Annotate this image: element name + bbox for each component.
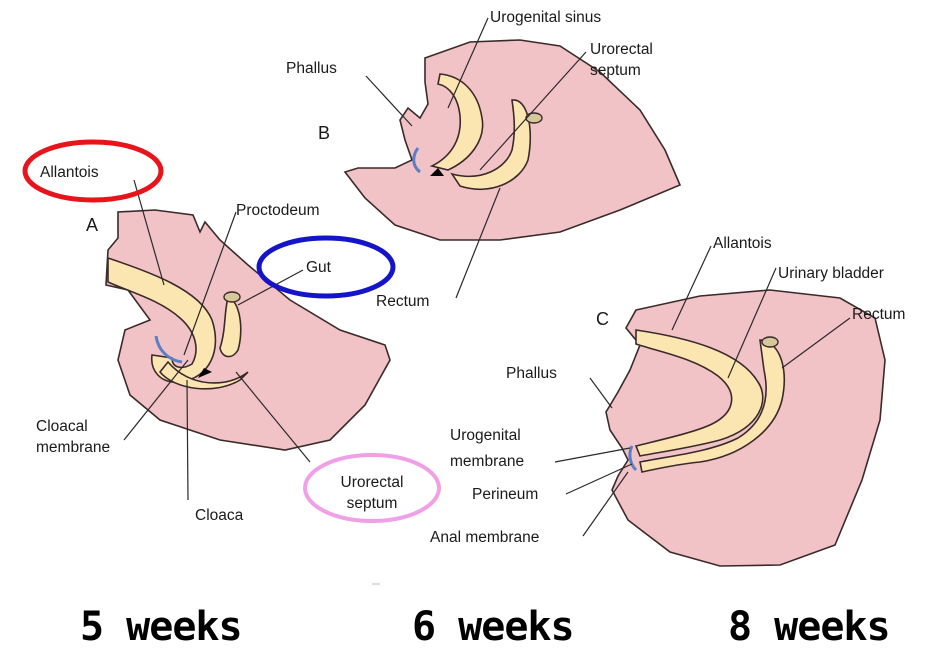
- panel-c-drawing: C: [596, 290, 885, 566]
- label-a-gut: Gut: [306, 259, 332, 276]
- panel-b-rectum-end: [526, 113, 542, 123]
- label-b-urorectal: Urorectal: [590, 41, 653, 58]
- label-c-phallus: Phallus: [506, 365, 557, 382]
- label-a-proctodeum: Proctodeum: [236, 202, 320, 219]
- label-a-membrane: membrane: [36, 439, 110, 456]
- label-a-septum: septum: [347, 495, 398, 512]
- label-b-phallus: Phallus: [286, 60, 337, 77]
- label-c-rectum: Rectum: [852, 306, 905, 323]
- panel-a-letter: A: [86, 215, 98, 235]
- label-b-urogenital-sinus: Urogenital sinus: [490, 9, 601, 26]
- caption-5-weeks: 5 weeks: [80, 604, 242, 650]
- panel-c-letter: C: [596, 309, 609, 329]
- panel-a-drawing: A: [86, 210, 390, 450]
- panel-a-gut-end: [224, 292, 240, 302]
- panel-c-rectum-end: [762, 337, 778, 347]
- label-c-membrane: membrane: [450, 453, 524, 470]
- panel-a-tissue: [106, 210, 390, 450]
- label-a-urorectal: Urorectal: [341, 474, 404, 491]
- label-c-anal-membrane: Anal membrane: [430, 529, 539, 546]
- caption-8-weeks: 8 weeks: [728, 604, 890, 650]
- label-b-rectum: Rectum: [376, 293, 429, 310]
- label-c-urinary-bladder: Urinary bladder: [778, 265, 884, 282]
- caption-6-weeks: 6 weeks: [412, 604, 574, 650]
- label-a-cloaca: Cloaca: [195, 507, 244, 524]
- label-a-allantois: Allantois: [40, 164, 99, 181]
- panel-b-letter: B: [318, 123, 330, 143]
- label-c-allantois: Allantois: [713, 235, 772, 252]
- label-b-septum: septum: [590, 62, 641, 79]
- label-c-perineum: Perineum: [472, 486, 538, 503]
- label-c-urogenital: Urogenital: [450, 427, 521, 444]
- label-a-cloacal: Cloacal: [36, 418, 88, 435]
